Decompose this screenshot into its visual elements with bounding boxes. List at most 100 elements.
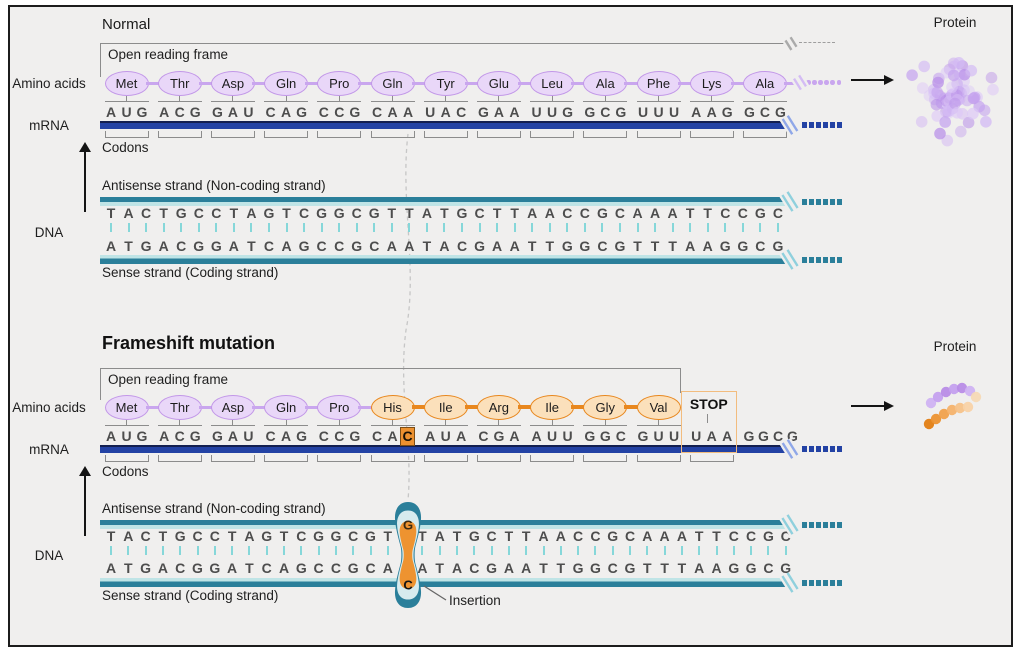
mrna-base: U <box>547 104 558 120</box>
base-pair-tick <box>231 546 234 555</box>
mrna-base: A <box>227 104 238 120</box>
mrna-base: C <box>478 428 489 444</box>
codon-tick <box>125 95 128 102</box>
codon-overline <box>530 101 575 103</box>
dna-base: T <box>668 238 677 254</box>
codon-tick <box>657 419 660 426</box>
strand-continuation-dot <box>816 521 821 528</box>
dna-base: T <box>703 205 712 221</box>
strand-continuation-dot <box>837 122 842 128</box>
dna-base: C <box>720 205 731 221</box>
translation-arrow-head-normal <box>884 75 894 86</box>
mrna-base: C <box>371 428 383 444</box>
dna-base: G <box>780 560 792 576</box>
dna-base: G <box>754 205 766 221</box>
codon-tick <box>604 95 606 102</box>
dna-base: T <box>650 238 660 254</box>
base-pair-tick <box>421 546 424 555</box>
codon-bracket <box>742 131 787 138</box>
strand-continuation-dot <box>837 198 842 205</box>
codon-tick <box>179 95 181 102</box>
mrna-base: G <box>584 428 596 444</box>
strand-continuation-dot <box>806 80 811 85</box>
codon-bracket <box>476 455 521 462</box>
base-pair-tick <box>680 546 683 555</box>
stop-codon-box: STOP <box>681 391 737 453</box>
dna-base: G <box>596 205 608 221</box>
dna-base: G <box>140 238 152 254</box>
dna-base: A <box>492 238 503 254</box>
base-pair-tick <box>478 223 481 232</box>
base-pair-tick <box>531 223 534 232</box>
codon-bracket <box>370 131 415 138</box>
dna-base: G <box>351 238 363 254</box>
mrna-base: A <box>706 428 717 444</box>
strand-continuation-dot <box>830 122 835 128</box>
dna-base: G <box>347 560 359 576</box>
dna-base: C <box>298 205 310 221</box>
dna-base: A <box>386 238 397 254</box>
amino-acid-met: Met <box>104 394 149 420</box>
base-pair-tick <box>110 546 112 555</box>
dna-base: T <box>435 560 444 576</box>
strand-continuation-dot <box>823 521 828 528</box>
translation-arrow-frameshift <box>851 405 886 408</box>
mrna-base: G <box>211 428 223 444</box>
dna-base: A <box>417 560 428 576</box>
base-pair-tick <box>320 223 323 232</box>
dna-base: A <box>527 205 538 221</box>
dna-base: G <box>737 238 749 254</box>
dna-base: G <box>175 205 187 221</box>
codon-tick <box>232 419 234 426</box>
base-pair-tick <box>373 223 376 232</box>
base-pair-tick <box>386 546 389 555</box>
codon-overline <box>636 425 681 427</box>
dna-base: G <box>192 560 203 576</box>
base-pair-tick <box>303 223 306 232</box>
dna-base: C <box>579 205 590 221</box>
base-pair-tick <box>213 546 216 555</box>
dna-base: G <box>572 560 584 576</box>
dna-base: T <box>539 560 548 576</box>
dna-base: A <box>434 528 445 544</box>
base-pair-tick <box>110 223 112 232</box>
dna-base: C <box>486 528 497 544</box>
base-pair-tick <box>663 546 666 555</box>
peptide-bond <box>198 405 214 409</box>
codon-overline <box>423 101 468 103</box>
translation-arrow-head-frameshift <box>884 401 894 412</box>
dna-base: G <box>365 528 376 544</box>
dna-base: T <box>247 238 256 254</box>
dna-base: G <box>486 560 498 576</box>
dna-base: A <box>632 205 643 221</box>
strand-continuation-dot <box>823 446 828 452</box>
strand-continuation-dot <box>823 579 828 586</box>
strand-continuation-dot <box>809 122 814 128</box>
dna-base: T <box>245 560 254 576</box>
dna-base: A <box>105 238 117 254</box>
mrna-base: A <box>105 104 117 120</box>
mrna-base: G <box>189 104 201 120</box>
base-pair-tick <box>232 223 235 232</box>
dna-base: G <box>313 528 325 544</box>
codon-tick <box>445 95 447 102</box>
peptide-bond <box>624 81 640 85</box>
peptide-bond <box>677 81 693 85</box>
codon-tick <box>604 419 606 426</box>
mrna-base: U <box>668 428 680 444</box>
dna-base: G <box>330 528 342 544</box>
dna-base: A <box>676 528 687 544</box>
base-pair-tick <box>741 223 744 232</box>
amino-acid-val: Val <box>636 394 681 420</box>
strand-continuation-dot <box>802 521 807 528</box>
mrna-base: G <box>615 104 627 120</box>
peptide-bond <box>251 81 268 85</box>
dna-base: G <box>261 528 273 544</box>
codons-label-normal: Codons <box>102 140 149 155</box>
dna-base: G <box>624 560 636 576</box>
insertion-label: Insertion <box>449 593 501 608</box>
dna-base: C <box>597 238 608 254</box>
strand-continuation-dot <box>837 579 842 586</box>
dna-base: A <box>555 528 566 544</box>
